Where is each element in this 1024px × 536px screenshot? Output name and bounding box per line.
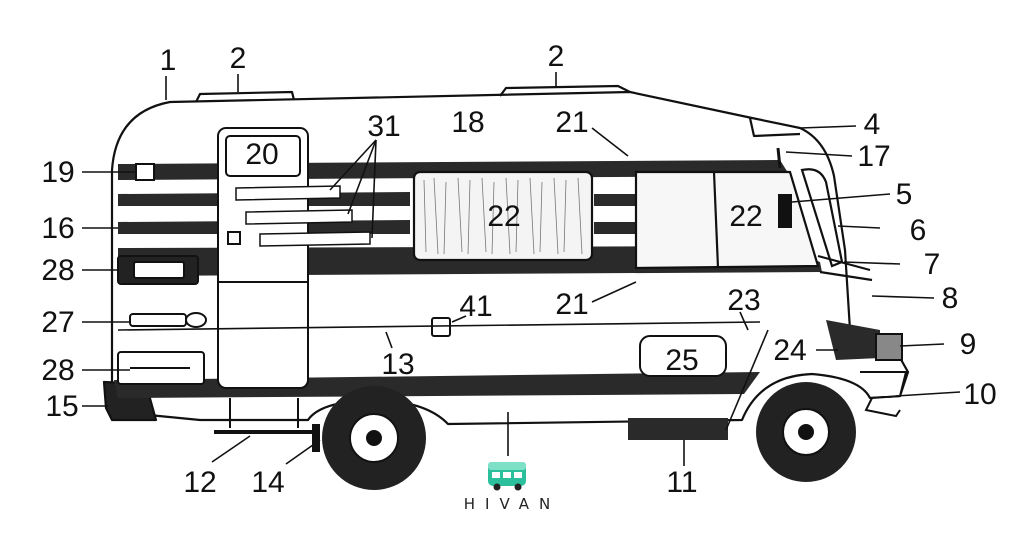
callout-11: 11 [666,466,697,499]
callout-28-upper: 28 [41,254,74,287]
callout-6: 6 [910,214,927,247]
brand-name: HIVAN [464,495,561,513]
callout-1: 1 [160,44,177,77]
callout-25: 25 [665,344,698,377]
window-curtain-texture [423,177,583,255]
callout-22-cab-window: 22 [729,200,762,233]
callout-17: 17 [857,140,890,173]
callout-21-upper: 21 [555,106,588,139]
windscreen [800,168,873,282]
belt-line [117,321,761,331]
callout-8: 8 [942,282,959,315]
front-wheel [756,382,856,482]
callout-14: 14 [251,466,284,499]
callout-5: 5 [896,178,913,211]
van-icon [488,462,526,491]
callout-7: 7 [924,248,941,281]
callout-21-lower: 21 [555,288,588,321]
side-windows [412,170,820,270]
callout-28-lower: 28 [41,354,74,387]
callout-10: 10 [963,378,996,411]
callout-9: 9 [960,328,977,361]
callout-15: 15 [45,390,78,423]
callout-12: 12 [183,466,216,499]
callout-22-side-window: 22 [487,200,520,233]
callout-4: 4 [864,108,881,141]
service-hatches [117,163,908,418]
mudflap [312,424,320,452]
ladder [214,398,314,434]
callout-2-rear-hatch: 2 [230,42,247,75]
callout-27: 27 [41,306,74,339]
hivan-logo: HIVAN [464,462,561,513]
leader-lines [82,72,961,466]
callout-2-front-hatch: 2 [548,40,565,73]
rear-view-mirror [778,194,792,228]
callout-23: 23 [727,284,760,317]
callout-24: 24 [773,334,806,367]
callout-20: 20 [245,138,278,171]
callout-18: 18 [451,106,484,139]
callout-31: 31 [367,110,400,143]
callout-19: 19 [41,156,74,189]
callout-16: 16 [41,212,74,245]
callout-41: 41 [459,290,492,323]
ventilation-louvres [235,185,371,247]
callout-labels: 1 2 2 31 18 21 4 17 19 20 22 22 5 16 6 2… [41,40,996,499]
rear-wheel [322,386,426,490]
callout-13: 13 [381,348,414,381]
